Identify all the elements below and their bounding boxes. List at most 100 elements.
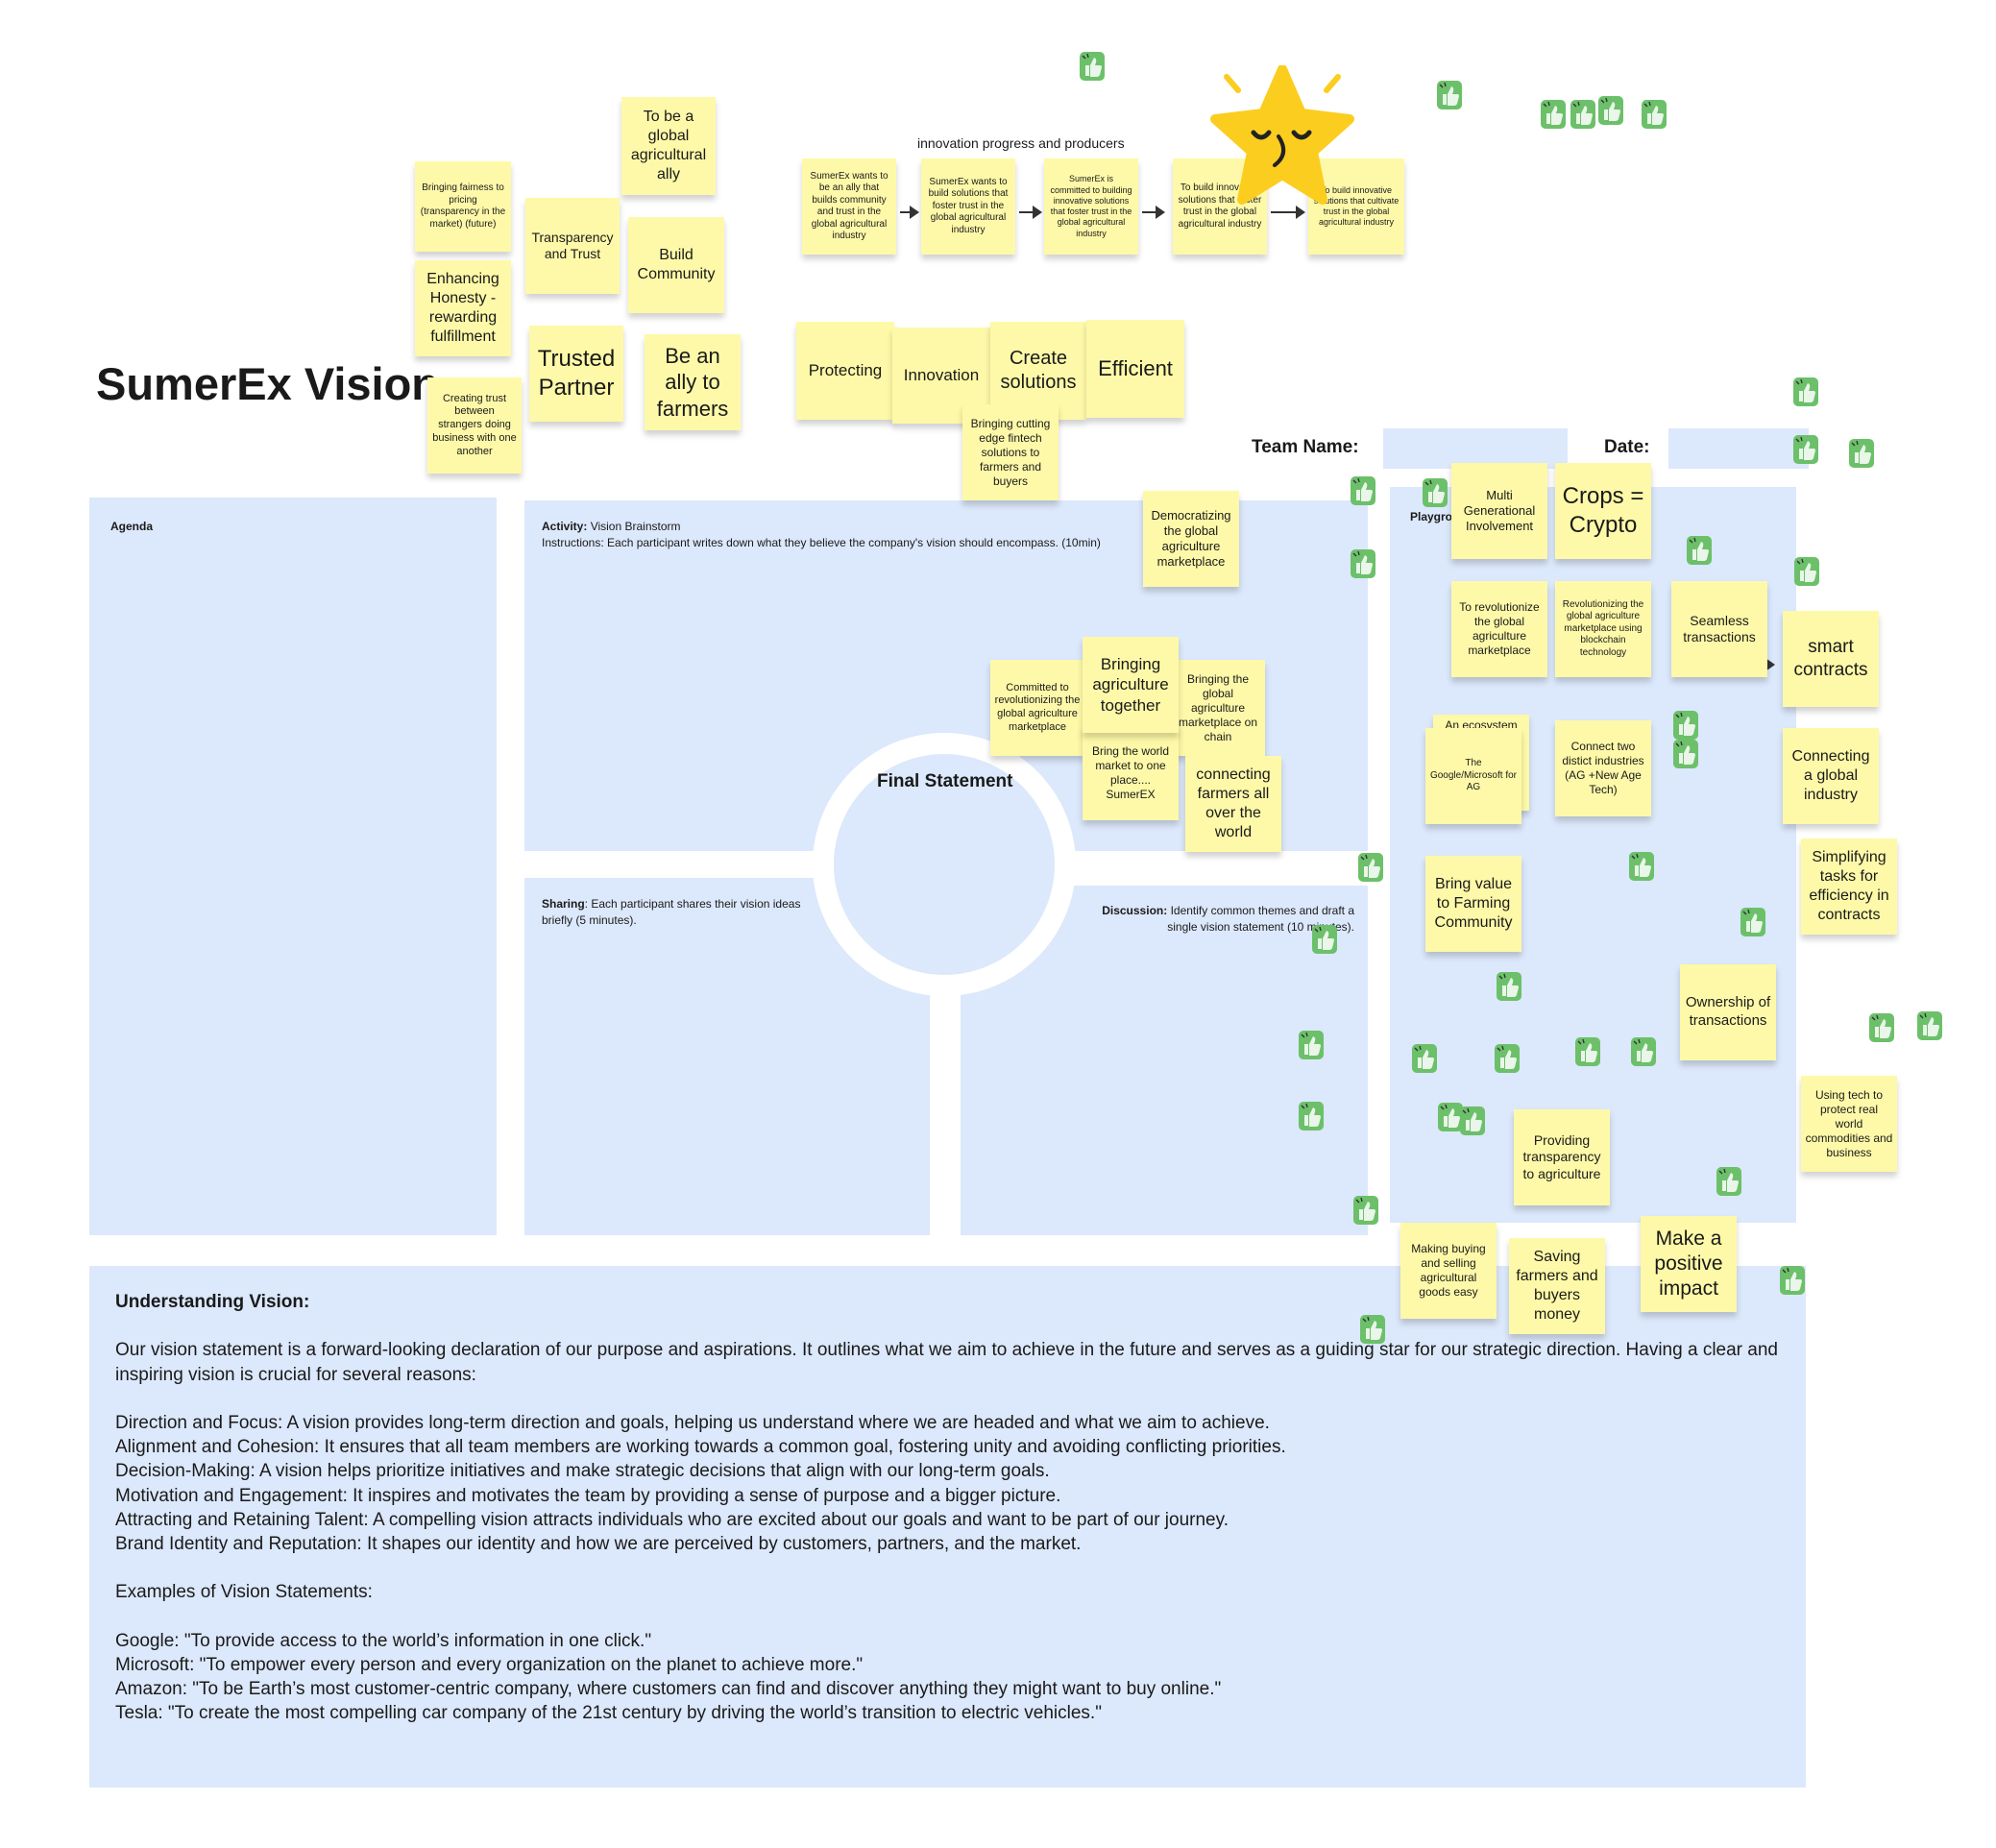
sharing-title: Sharing <box>542 897 585 911</box>
sticky-note[interactable]: Bringing fairness to pricing (transparen… <box>415 161 511 252</box>
sticky-note[interactable]: Committed to revolutionizing the global … <box>990 660 1084 756</box>
sticky-note[interactable]: Bring value to Farming Community <box>1425 856 1521 952</box>
thumbs-up-icon <box>1460 1106 1485 1135</box>
reason-item: Brand Identity and Reputation: It shapes… <box>115 1534 1082 1555</box>
sticky-note[interactable]: connecting farmers all over the world <box>1185 756 1281 852</box>
thumbs-up-icon <box>1642 100 1667 129</box>
examples-heading: Examples of Vision Statements: <box>115 1582 373 1603</box>
thumbs-up-icon <box>1351 476 1375 505</box>
reason-item: Alignment and Cohesion: It ensures that … <box>115 1437 1286 1458</box>
arrow-right-icon <box>1142 206 1165 219</box>
agenda-title: Agenda <box>110 520 154 533</box>
example-item: Tesla: "To create the most compelling ca… <box>115 1703 1102 1724</box>
sticky-note[interactable]: Simplifying tasks for efficiency in cont… <box>1801 839 1897 935</box>
sticky-note[interactable]: Creating trust between strangers doing b… <box>427 377 522 474</box>
reason-item: Motivation and Engagement: It inspires a… <box>115 1485 1061 1506</box>
activity-header: Activity: Vision Brainstorm Instructions… <box>542 519 1253 552</box>
example-item: Google: "To provide access to the world’… <box>115 1630 652 1651</box>
sticky-note[interactable]: Enhancing Honesty - rewarding fulfillmen… <box>415 260 511 356</box>
sticky-note[interactable]: Crops = Crypto <box>1555 463 1651 559</box>
thumbs-up-icon <box>1423 478 1448 507</box>
thumbs-up-icon <box>1793 377 1818 406</box>
thumbs-up-icon <box>1849 439 1874 468</box>
reason-item: Attracting and Retaining Talent: A compe… <box>115 1509 1229 1530</box>
sticky-note[interactable]: Using tech to protect real world commodi… <box>1801 1076 1897 1172</box>
sharing-text: : Each participant shares their vision i… <box>542 897 801 928</box>
sticky-note[interactable]: Make a positive impact <box>1641 1216 1737 1312</box>
sticky-note[interactable]: Multi Generational Involvement <box>1451 463 1547 559</box>
sticky-note[interactable]: Protecting <box>796 322 894 420</box>
thumbs-up-icon <box>1631 1037 1656 1066</box>
thumbs-up-icon <box>1353 1196 1378 1225</box>
sticky-note[interactable]: Saving farmers and buyers money <box>1509 1238 1605 1334</box>
team-name-field[interactable] <box>1383 428 1568 469</box>
agenda-panel[interactable] <box>89 498 497 1235</box>
sticky-note[interactable]: Bringing cutting edge fintech solutions … <box>962 404 1059 500</box>
example-item: Amazon: "To be Earth’s most customer-cen… <box>115 1679 1222 1700</box>
sticky-note[interactable]: Revolutionizing the global agriculture m… <box>1555 581 1651 677</box>
team-name-label: Team Name: <box>1252 437 1359 457</box>
sticky-note[interactable]: Providing transparency to agriculture <box>1514 1109 1610 1205</box>
sticky-note[interactable]: To be a global agricultural ally <box>621 97 716 195</box>
sticky-note[interactable]: Trusted Partner <box>529 326 623 422</box>
thumbs-up-icon <box>1780 1266 1805 1295</box>
arrow-right-icon <box>1271 206 1305 219</box>
sticky-note[interactable]: Bring the world market to one place.... … <box>1083 726 1179 820</box>
thumbs-up-icon <box>1673 740 1698 768</box>
understanding-panel <box>89 1266 1806 1787</box>
sticky-note[interactable]: SumerEx is committed to building innovat… <box>1044 158 1138 255</box>
thumbs-up-icon <box>1629 852 1654 881</box>
thumbs-up-icon <box>1716 1167 1741 1196</box>
arrow-right-icon <box>900 206 919 219</box>
thumbs-up-icon <box>1673 711 1698 740</box>
discussion-text: Identify common themes and draft a singl… <box>1167 904 1354 935</box>
sticky-note[interactable]: Transparency and Trust <box>525 198 620 294</box>
sticky-note[interactable]: Connect two distict industries (AG +New … <box>1555 720 1651 816</box>
sticky-note[interactable]: SumerEx wants to build solutions that fo… <box>921 158 1015 255</box>
thumbs-up-icon <box>1598 96 1623 125</box>
sticky-note[interactable]: The Google/Microsoft for AG <box>1425 728 1521 824</box>
understanding-intro: Our vision statement is a forward-lookin… <box>115 1340 1778 1385</box>
activity-title: Activity: <box>542 520 588 533</box>
sticky-note[interactable]: Bringing the global agriculture marketpl… <box>1171 660 1265 756</box>
thumbs-up-icon <box>1299 1031 1324 1059</box>
activity-instructions: Instructions: Each participant writes do… <box>542 536 1101 550</box>
thumbs-up-icon <box>1360 1315 1385 1344</box>
sticky-note[interactable]: Create solutions <box>990 322 1086 420</box>
sticky-note[interactable]: Seamless transactions <box>1671 581 1767 677</box>
star-face-icon <box>1210 65 1354 205</box>
thumbs-up-icon <box>1080 52 1105 81</box>
sticky-note[interactable]: Bringing agriculture together <box>1083 637 1179 733</box>
sticky-note[interactable]: Ownership of transactions <box>1680 964 1776 1060</box>
board-title: SumerEx Vision <box>96 358 439 409</box>
thumbs-up-icon <box>1575 1037 1600 1066</box>
reason-item: Direction and Focus: A vision provides l… <box>115 1412 1270 1433</box>
thumbs-up-icon <box>1437 81 1462 109</box>
final-statement-label: Final Statement <box>877 771 1013 791</box>
sticky-note[interactable]: To build innovative solutions that foste… <box>1173 158 1267 255</box>
activity-name: Vision Brainstorm <box>590 520 681 533</box>
sticky-note[interactable]: Democratizing the global agriculture mar… <box>1143 491 1239 587</box>
sticky-note[interactable]: To revolutionize the global agriculture … <box>1451 581 1547 677</box>
sticky-note[interactable]: To build innovative solutions that culti… <box>1308 158 1404 255</box>
thumbs-up-icon <box>1438 1103 1463 1131</box>
arrow-right-icon <box>1019 206 1042 219</box>
date-field[interactable] <box>1668 428 1809 469</box>
sharing-header: Sharing: Each participant shares their v… <box>542 896 820 930</box>
flow-caption: innovation progress and producers <box>917 135 1125 151</box>
arrow-right-icon <box>1762 658 1775 671</box>
discussion-header: Discussion: Identify common themes and d… <box>1085 903 1354 936</box>
sticky-note[interactable]: Making buying and selling agricultural g… <box>1400 1223 1497 1319</box>
final-statement-inner[interactable] <box>834 754 1055 975</box>
thumbs-up-icon <box>1570 100 1595 129</box>
sticky-note[interactable]: Connecting a global industry <box>1783 728 1879 824</box>
playground-title: Playgro <box>1410 510 1453 523</box>
thumbs-up-icon <box>1412 1044 1437 1073</box>
sticky-note[interactable]: Build Community <box>628 217 724 313</box>
sticky-note[interactable]: Be an ally to farmers <box>645 334 741 430</box>
sticky-note[interactable]: smart contracts <box>1783 611 1879 707</box>
thumbs-up-icon <box>1497 972 1521 1001</box>
sticky-note[interactable]: Efficient <box>1086 320 1184 418</box>
sticky-note[interactable]: SumerEx wants to be an ally that builds … <box>802 158 896 255</box>
understanding-text: Understanding Vision: Our vision stateme… <box>115 1290 1806 1726</box>
